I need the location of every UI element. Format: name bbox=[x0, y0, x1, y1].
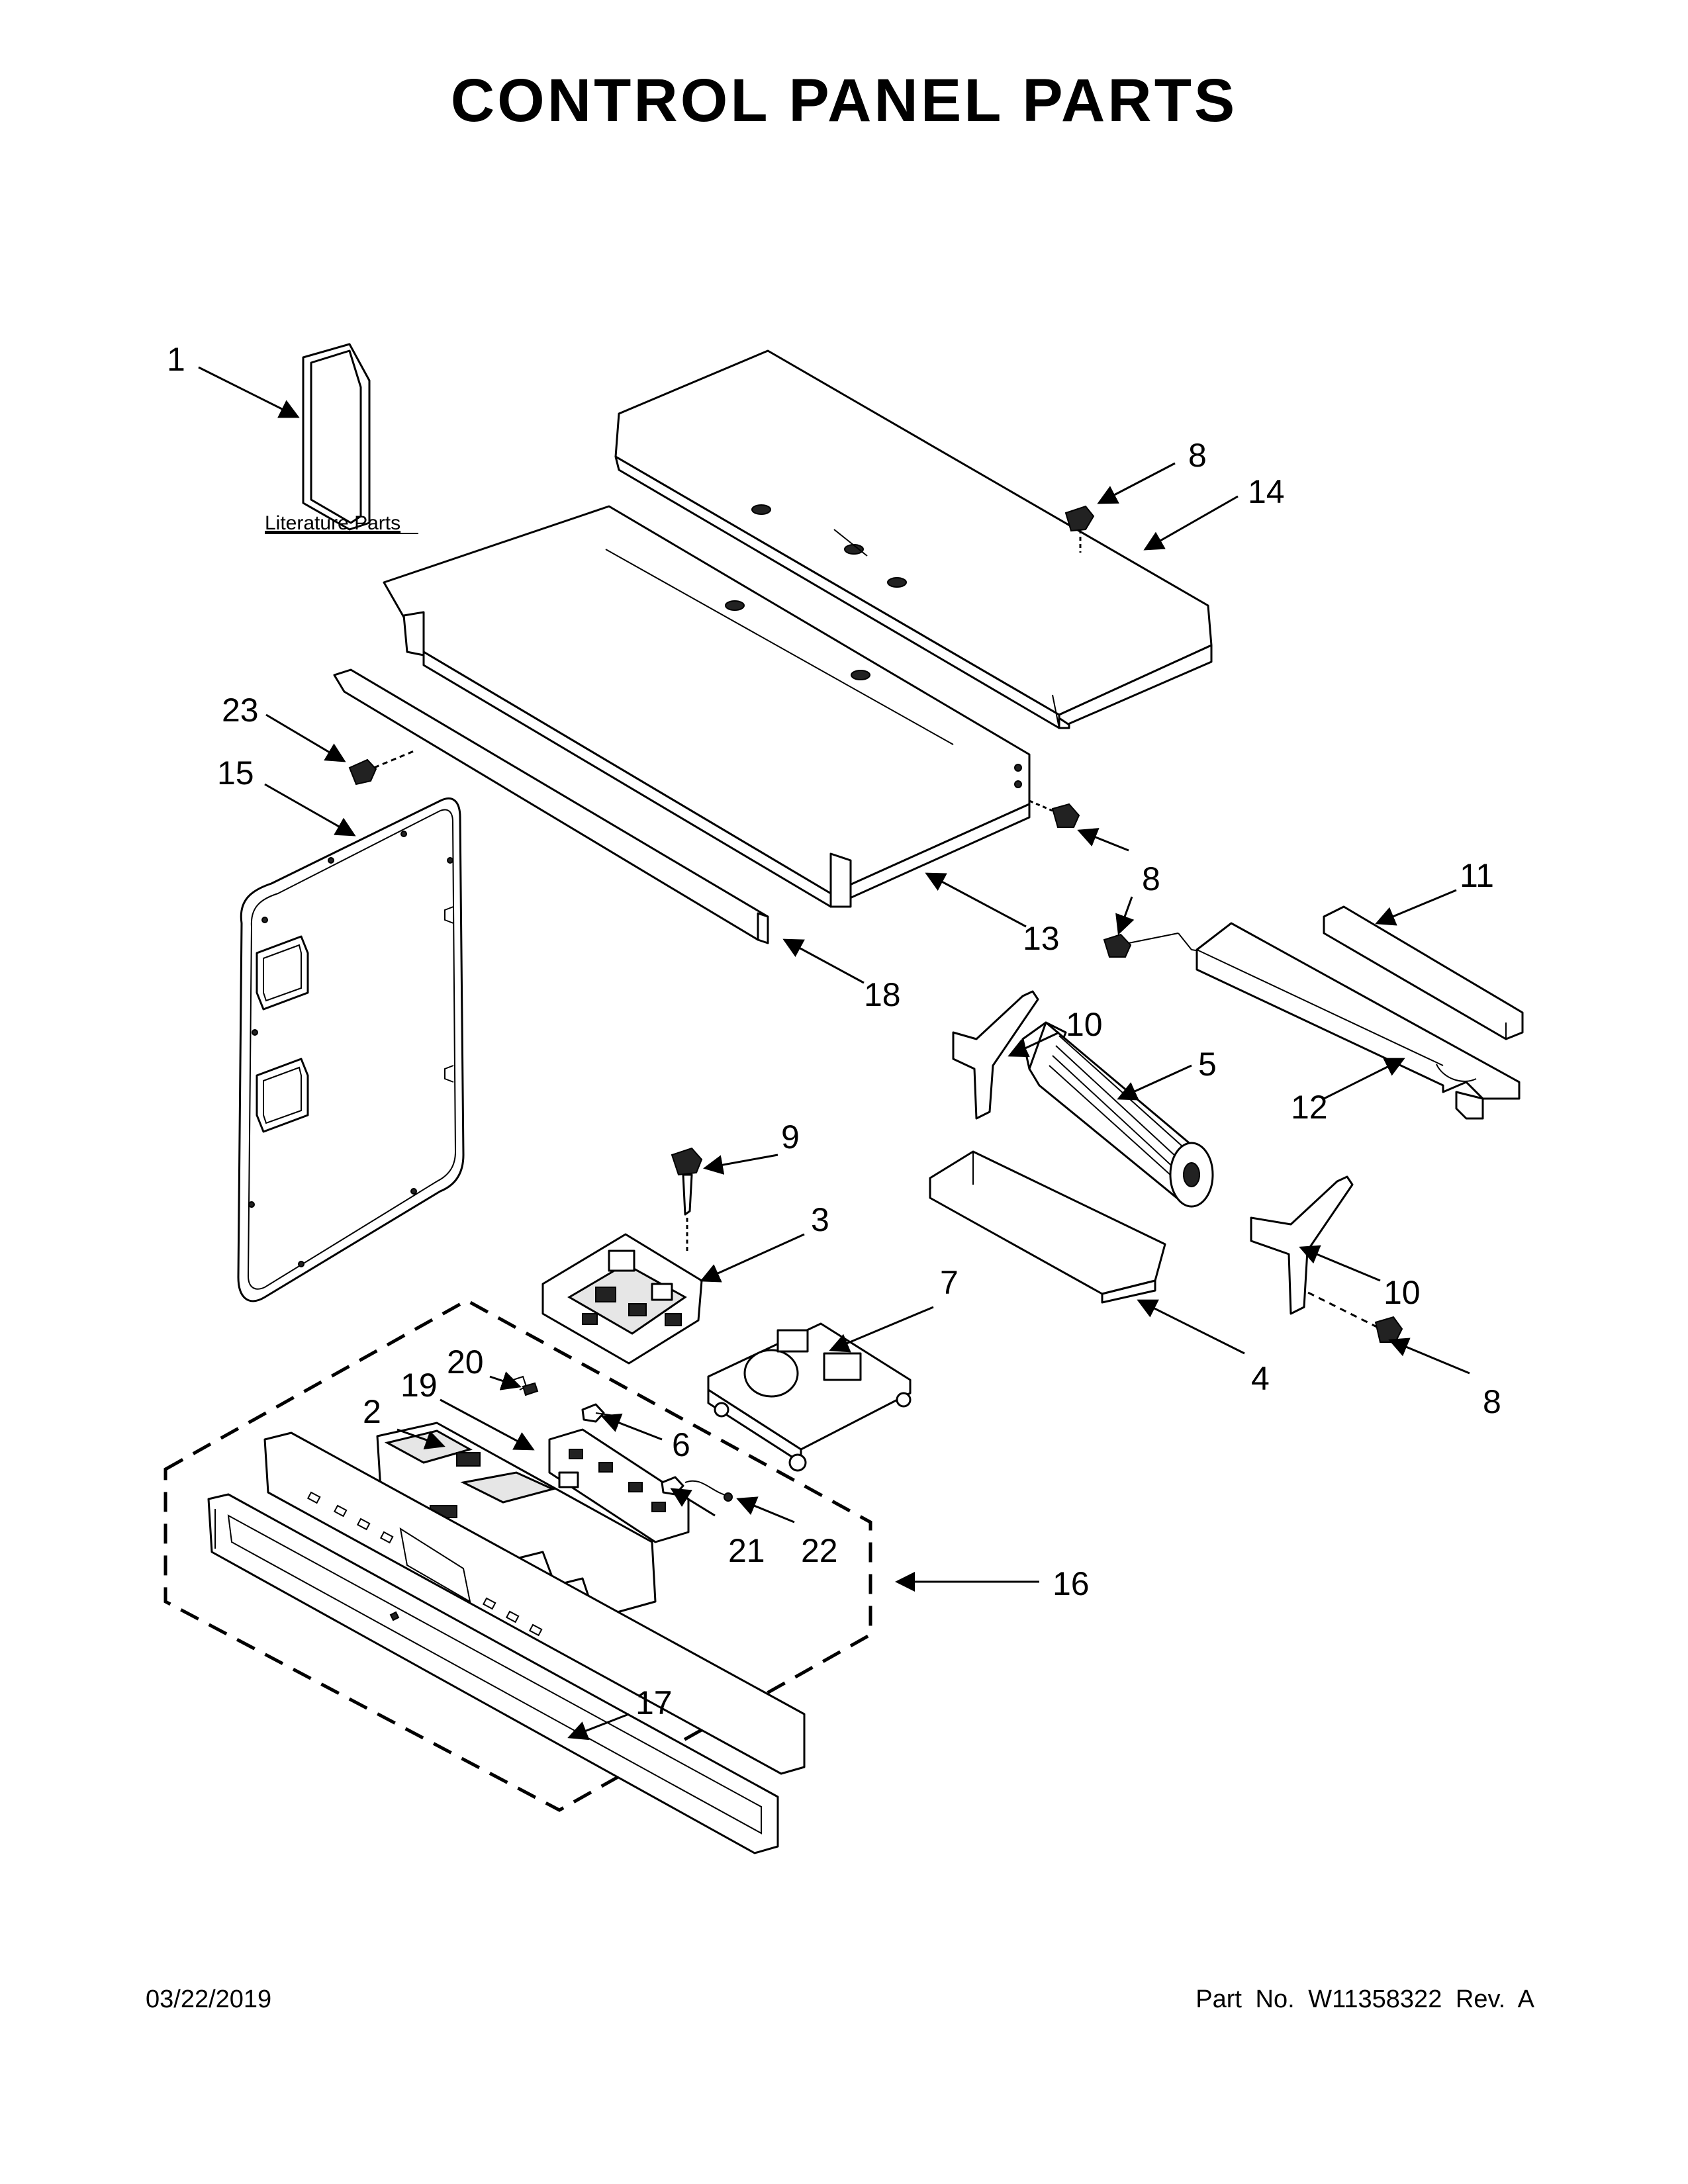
leader-lines bbox=[198, 366, 1470, 1741]
relay-control-board[interactable] bbox=[541, 1233, 703, 1365]
callout-16: 16 bbox=[1053, 1565, 1090, 1602]
front-control-trim[interactable] bbox=[207, 1493, 779, 1854]
screw-8-top[interactable] bbox=[1064, 505, 1095, 553]
right-mounting-bracket[interactable] bbox=[1196, 922, 1521, 1120]
sensor-21[interactable] bbox=[661, 1476, 684, 1496]
callout-23: 23 bbox=[222, 692, 259, 729]
page-title: CONTROL PANEL PARTS bbox=[450, 67, 1238, 134]
callout-9: 9 bbox=[781, 1118, 800, 1156]
callout-2: 2 bbox=[363, 1393, 381, 1430]
callout-12: 12 bbox=[1291, 1089, 1328, 1126]
callout-1: 1 bbox=[167, 341, 185, 378]
rear-access-panel[interactable] bbox=[237, 797, 465, 1302]
wire-harness-22[interactable] bbox=[684, 1480, 733, 1502]
callout-8-mid: 8 bbox=[1142, 860, 1160, 897]
callout-5: 5 bbox=[1198, 1046, 1217, 1083]
callout-7: 7 bbox=[940, 1264, 959, 1301]
callout-15: 15 bbox=[217, 754, 254, 792]
screw-23[interactable] bbox=[348, 750, 414, 786]
callout-21: 21 bbox=[728, 1532, 765, 1569]
screw-8-lower[interactable] bbox=[1297, 1286, 1403, 1343]
screw-9[interactable] bbox=[671, 1147, 703, 1251]
callout-18: 18 bbox=[864, 976, 901, 1013]
callout-4: 4 bbox=[1251, 1360, 1270, 1397]
callout-22: 22 bbox=[801, 1532, 838, 1569]
callout-19: 19 bbox=[400, 1367, 438, 1404]
screw-8-right[interactable] bbox=[1103, 933, 1212, 958]
fan-bracket-lower[interactable] bbox=[1250, 1175, 1354, 1315]
callout-10-upper: 10 bbox=[1066, 1006, 1103, 1043]
control-overlay-panel[interactable] bbox=[263, 1432, 806, 1775]
screw-8-mid[interactable] bbox=[1029, 799, 1080, 828]
literature-parts-link[interactable]: Literature Parts bbox=[265, 512, 400, 534]
power-supply-board[interactable] bbox=[707, 1322, 912, 1472]
callout-17: 17 bbox=[635, 1684, 673, 1721]
callout-3: 3 bbox=[811, 1201, 829, 1238]
standoff-6[interactable] bbox=[581, 1403, 620, 1423]
callout-6: 6 bbox=[672, 1426, 690, 1463]
crossflow-fan[interactable] bbox=[1021, 1021, 1214, 1208]
electronic-control-board[interactable] bbox=[548, 1428, 690, 1543]
support-rail-bracket[interactable] bbox=[333, 668, 769, 944]
callout-10-lower: 10 bbox=[1383, 1274, 1421, 1311]
top-cover-panel[interactable] bbox=[614, 349, 1213, 729]
air-deflector-plate[interactable] bbox=[929, 1150, 1166, 1304]
control-panel-assembly-outline bbox=[164, 1298, 872, 1812]
callout-13: 13 bbox=[1023, 920, 1060, 957]
callout-11: 11 bbox=[1460, 857, 1494, 894]
callout-14: 14 bbox=[1248, 473, 1285, 510]
callout-8-lower: 8 bbox=[1483, 1383, 1501, 1420]
footer-date: 03/22/2019 bbox=[146, 1985, 272, 2013]
literature-booklet[interactable] bbox=[302, 343, 371, 531]
fan-bracket-upper[interactable] bbox=[952, 990, 1039, 1120]
callout-8-top: 8 bbox=[1188, 437, 1207, 474]
callout-20: 20 bbox=[447, 1343, 484, 1381]
control-housing-box[interactable] bbox=[383, 505, 1031, 908]
callout-labels: 1 8 14 23 15 8 11 13 18 10 5 12 9 3 7 10… bbox=[167, 341, 1501, 1721]
footer-part-number: Part No. W11358322 Rev. A bbox=[1196, 1985, 1534, 2013]
insulation-foam-strip[interactable] bbox=[1323, 905, 1524, 1040]
